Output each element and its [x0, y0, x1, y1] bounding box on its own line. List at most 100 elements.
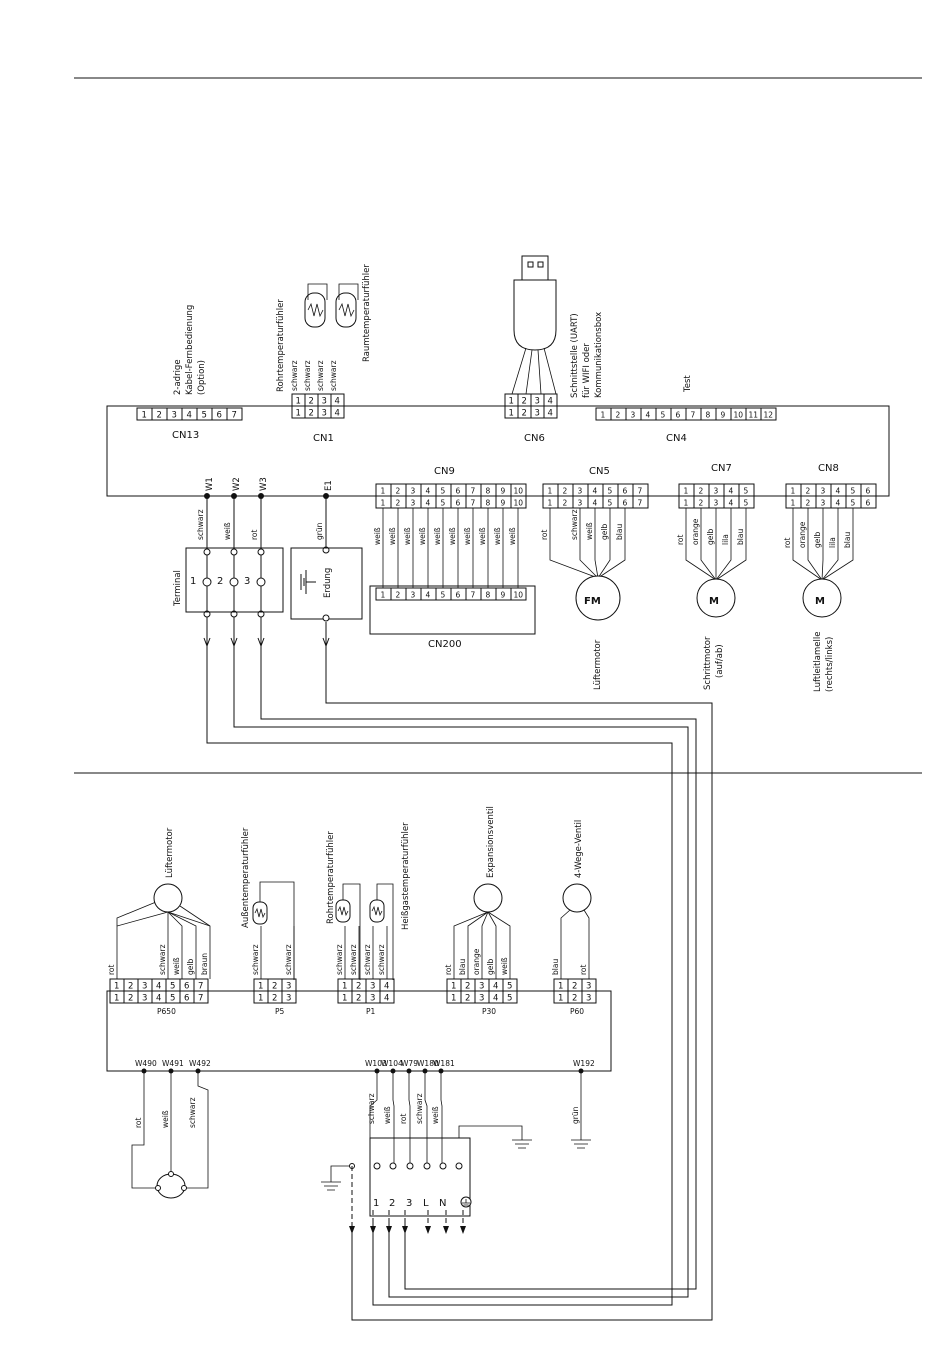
- outdoor-terminal-number: L: [423, 1198, 429, 1209]
- p650-wire-label: weiß: [172, 957, 181, 975]
- cn7-wire-label: gelb: [706, 529, 715, 545]
- p1-pin-label: 4: [384, 994, 389, 1004]
- cn1-pin-label: 3: [322, 409, 327, 419]
- cn9-name: CN9: [434, 466, 455, 477]
- interconnect-cables: [203, 620, 713, 1321]
- outdoor-terminal-number: 2: [389, 1198, 395, 1209]
- cn7-pin-label: 2: [699, 499, 704, 508]
- cn8-label: Luftleitlamelle (rechts/links): [813, 632, 835, 692]
- cn9-pin-label: 8: [486, 499, 491, 508]
- p60-pin-label: 2: [572, 982, 577, 992]
- p650-pin-label: 1: [114, 994, 119, 1004]
- cn9-pin-label: 7: [471, 499, 476, 508]
- cn8-pin-label: 3: [821, 487, 826, 496]
- cn6-pin-4: [543, 405, 558, 419]
- outdoor-terminal-wire-label: schwarz: [415, 1093, 424, 1124]
- cn13-pin-label: 4: [187, 411, 192, 421]
- thermistor-outdoor: [252, 881, 295, 980]
- p30-pin-label: 2: [465, 994, 470, 1004]
- cn5-wire-label: schwarz: [570, 509, 579, 540]
- cn7-wire-label: blau: [736, 529, 745, 545]
- compressor-pin-label: W491: [162, 1059, 184, 1068]
- cn5-pin-label: 3: [578, 499, 583, 508]
- cn200-name: CN200: [428, 639, 462, 650]
- cn6-pin-label: 2: [522, 397, 527, 407]
- cn9-wire-label: weiß: [493, 527, 502, 545]
- cn1-wire-label: schwarz: [290, 360, 299, 391]
- svg-text:(auf/ab): (auf/ab): [715, 644, 725, 678]
- cn9-wire-label: weiß: [508, 527, 517, 545]
- cn8-wire-label: lila: [828, 537, 837, 548]
- p1-pin-4: [379, 990, 395, 1004]
- cn7-pin-label: 2: [699, 487, 704, 496]
- cn8-pin-label: 2: [806, 487, 811, 496]
- terminal-wire-label: schwarz: [196, 509, 205, 540]
- cn9-pin-label: 2: [396, 499, 401, 508]
- cn9-pin-label: 6: [456, 487, 461, 496]
- expansion-valve-icon: [473, 883, 503, 913]
- outdoor-terminal-number: N: [439, 1198, 446, 1209]
- p1-label-b: Heißgastemperaturfühler: [401, 822, 411, 930]
- compressor-icon: [156, 1173, 186, 1199]
- p60-wire-label: blau: [551, 959, 560, 975]
- svg-text:2-adrige: 2-adrige: [173, 359, 183, 395]
- cn9-wire-label: weiß: [448, 527, 457, 545]
- cn200-pin-10: [510, 587, 527, 601]
- svg-text:Kommunikationsbox: Kommunikationsbox: [594, 312, 604, 398]
- usb-plug-icon: [511, 255, 557, 395]
- terminal-pin-label: W2: [232, 477, 242, 491]
- cn4-pin-label: 3: [631, 411, 636, 420]
- outdoor-terminal-wire-label: rot: [399, 1113, 408, 1124]
- cn8-pin-label: 1: [791, 499, 796, 508]
- cn13-pin-label: 2: [157, 411, 162, 421]
- cn8-wire-label: gelb: [813, 532, 822, 548]
- cn8-pin-label: 6: [866, 499, 871, 508]
- cn4-pin-label: 7: [691, 411, 696, 420]
- p30-pin-5: [502, 990, 518, 1004]
- cn7-pin-label: 5: [744, 499, 749, 508]
- cn8-name: CN8: [818, 463, 839, 474]
- cn1-pin-label: 4: [335, 397, 340, 407]
- terminal-number: 3: [244, 576, 250, 587]
- cn9-pin-label: 5: [441, 499, 446, 508]
- cn8-pin-label: 4: [836, 499, 841, 508]
- cn4-pin-label: 4: [646, 411, 651, 420]
- cn7-pin-label: 1: [684, 487, 689, 496]
- cn9-pin-label: 4: [426, 499, 431, 508]
- p30-wire-label: blau: [458, 959, 467, 975]
- terminal-label: Terminal: [173, 570, 183, 607]
- cn5-pin-label: 5: [608, 499, 613, 508]
- outdoor-fan-motor-icon: [153, 883, 183, 913]
- p650-pin-label: 4: [156, 994, 161, 1004]
- p5-wire-label: schwarz: [251, 944, 260, 975]
- cn9-pin-label: 5: [441, 487, 446, 496]
- cn4-label: Test: [683, 375, 693, 393]
- cn9-pin-label: 10: [514, 487, 524, 496]
- p30-pin-label: 2: [465, 982, 470, 992]
- terminal-wire-label: weiß: [223, 522, 232, 540]
- cn6-pin-label: 1: [509, 397, 514, 407]
- cn4-pin-label: 5: [661, 411, 666, 420]
- svg-text:Luftleitlamelle: Luftleitlamelle: [813, 632, 823, 692]
- fan-motor-icon: [575, 575, 621, 621]
- cn4-pin-label: 8: [706, 411, 711, 420]
- cn5-pin-label: 3: [578, 487, 583, 496]
- p30-pin-label: 5: [507, 994, 512, 1004]
- cn8-pin-label: 4: [836, 487, 841, 496]
- p650-wire-label: schwarz: [158, 944, 167, 975]
- outdoor-terminal: W103schwarzW104weißW79rotW180schwarzW181…: [321, 1059, 595, 1234]
- p60-pin-3: [581, 990, 597, 1004]
- cn8-motor-symbol: M: [815, 596, 825, 607]
- cn8-pin-label: 6: [866, 487, 871, 496]
- p5-pin-label: 3: [286, 994, 291, 1004]
- cn1-pin-label: 2: [309, 409, 314, 419]
- cn5-pin-label: 4: [593, 487, 598, 496]
- p30-label: Expansionsventil: [486, 806, 496, 878]
- cn7-pin-label: 4: [729, 499, 734, 508]
- cn7-wire-label: lila: [721, 534, 730, 545]
- p1-name: P1: [366, 1007, 376, 1016]
- cn13-pin-label: 7: [232, 411, 237, 421]
